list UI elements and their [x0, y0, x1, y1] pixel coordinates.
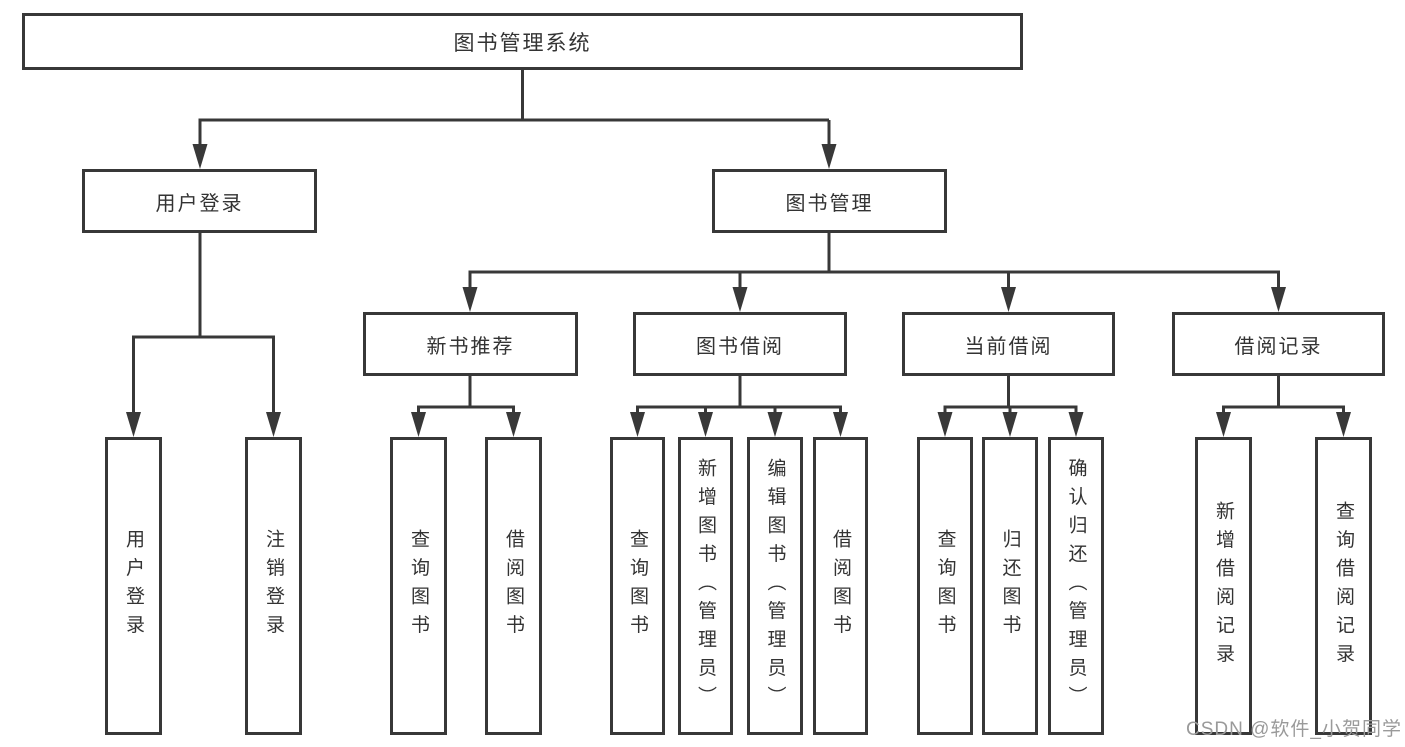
- node-user-login-leaf: 用户登录: [105, 437, 162, 735]
- node-label: 查询图书: [627, 529, 648, 643]
- node-label: 新增借阅记录: [1213, 500, 1234, 672]
- node-borrow-records: 借阅记录: [1172, 312, 1385, 376]
- node-label: 新增图书（管理员）: [695, 457, 716, 715]
- csdn-watermark: CSDN @软件_小贺同学: [1186, 719, 1402, 740]
- node-edit-book-admin: 编辑图书（管理员）: [747, 437, 803, 735]
- connector-book-borrow: [630, 376, 848, 437]
- node-book-management: 图书管理: [712, 169, 947, 233]
- node-label: 查询图书: [408, 529, 429, 643]
- node-label: 图书借阅: [696, 335, 784, 358]
- node-label: 归还图书: [999, 529, 1021, 643]
- node-label: 图书管理系统: [453, 31, 592, 55]
- connector-book-management: [462, 233, 1286, 312]
- node-query-books-current: 查询图书: [917, 437, 973, 735]
- node-label: 新书推荐: [426, 335, 515, 358]
- node-label: 编辑图书（管理员）: [764, 457, 786, 715]
- node-logout: 注销登录: [245, 437, 302, 735]
- node-confirm-return-admin: 确认归还（管理员）: [1048, 437, 1104, 735]
- connector-current-borrow: [937, 376, 1084, 437]
- node-query-borrow-record: 查询借阅记录: [1315, 437, 1372, 735]
- node-label: 借阅图书: [830, 529, 851, 643]
- node-add-borrow-record: 新增借阅记录: [1195, 437, 1252, 735]
- node-add-book-admin: 新增图书（管理员）: [678, 437, 733, 735]
- node-query-books-borrow: 查询图书: [610, 437, 665, 735]
- connector-root: [192, 70, 837, 169]
- node-label: 查询图书: [934, 529, 956, 643]
- node-label: 用户登录: [155, 192, 244, 215]
- node-current-borrow: 当前借阅: [902, 312, 1115, 376]
- node-label: 注销登录: [263, 529, 284, 643]
- node-borrow-books: 借阅图书: [813, 437, 868, 735]
- node-library-management-system: 图书管理系统: [22, 13, 1023, 70]
- node-query-books-recommend: 查询图书: [390, 437, 447, 735]
- connector-user-login: [126, 232, 281, 437]
- node-label: 查询借阅记录: [1333, 500, 1354, 672]
- node-label: 图书管理: [785, 192, 874, 215]
- connector-new-book: [411, 376, 521, 437]
- node-return-books: 归还图书: [982, 437, 1038, 735]
- node-label: 用户登录: [123, 529, 144, 643]
- node-label: 当前借阅: [964, 335, 1053, 358]
- node-book-borrow: 图书借阅: [633, 312, 847, 376]
- node-label: 借阅记录: [1234, 335, 1323, 358]
- node-new-book-recommend: 新书推荐: [363, 312, 578, 376]
- node-label: 借阅图书: [503, 529, 524, 643]
- node-borrow-books-recommend: 借阅图书: [485, 437, 542, 735]
- node-label: 确认归还（管理员）: [1065, 457, 1087, 715]
- node-user-login-branch: 用户登录: [82, 169, 317, 233]
- connector-borrow-records: [1216, 376, 1351, 437]
